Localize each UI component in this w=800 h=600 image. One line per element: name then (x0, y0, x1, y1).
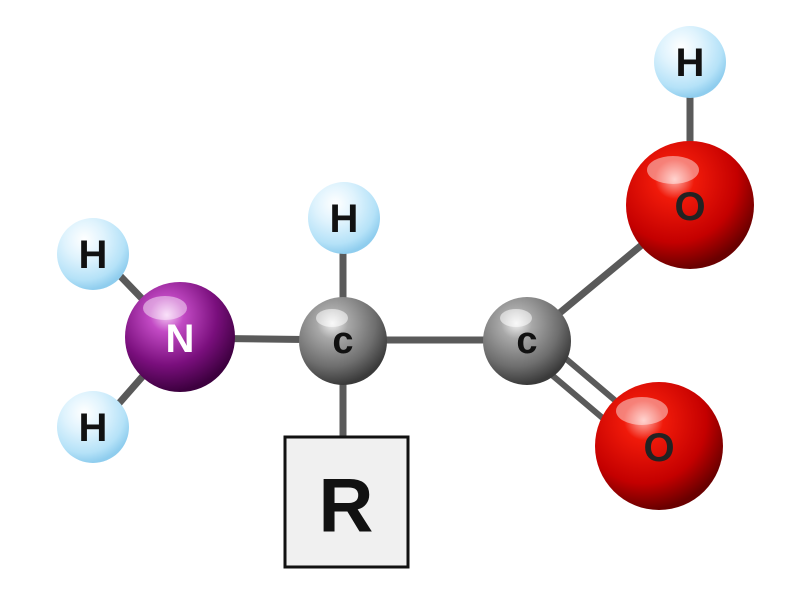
atom-h-amine-top-label: H (79, 233, 108, 277)
atom-h-alpha-label: H (330, 197, 359, 241)
atom-c-carboxyl-label: c (516, 320, 537, 362)
side-chain-r: R (283, 435, 410, 569)
r-label: R (319, 464, 374, 549)
atom-o-carbonyl-label: O (643, 426, 674, 470)
atom-c-alpha: c (299, 297, 387, 385)
atom-h-amine-bottom: H (57, 391, 129, 463)
atom-h-hydroxyl: H (654, 26, 726, 98)
atom-n: N (125, 282, 235, 392)
atom-o-carbonyl: O (595, 382, 723, 510)
atom-h-amine-top: H (57, 218, 129, 290)
atom-h-hydroxyl-label: H (676, 41, 705, 85)
atom-n-label: N (166, 317, 195, 361)
atom-o-hydroxyl: O (626, 141, 754, 269)
atom-o-hydroxyl-label: O (674, 185, 705, 229)
atom-c-alpha-label: c (332, 320, 353, 362)
atom-c-carboxyl: c (483, 297, 571, 385)
r-box (283, 435, 410, 569)
atom-h-amine-bottom-label: H (79, 406, 108, 450)
atom-h-alpha: H (308, 182, 380, 254)
